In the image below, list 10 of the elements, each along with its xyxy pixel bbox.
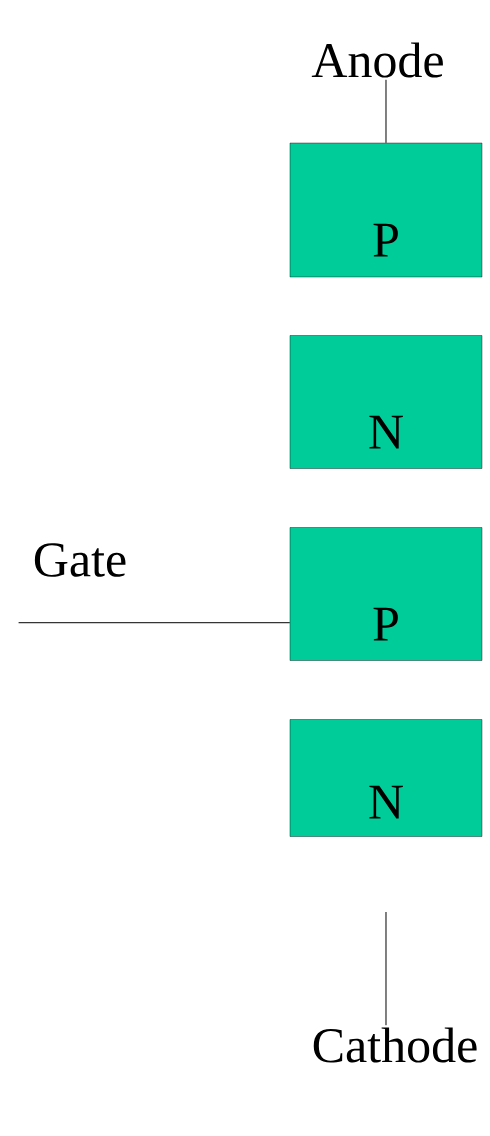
layer-box: P xyxy=(289,527,483,661)
layer-box: N xyxy=(289,719,483,837)
terminal-label: Anode xyxy=(311,42,443,78)
connection-line xyxy=(18,622,291,624)
terminal-label: Cathode xyxy=(313,1027,477,1063)
terminal-label: Gate xyxy=(34,543,126,577)
layer-box: P xyxy=(289,142,483,278)
layer-box: N xyxy=(289,335,483,469)
connection-line xyxy=(385,911,387,1026)
connection-line xyxy=(385,79,387,144)
